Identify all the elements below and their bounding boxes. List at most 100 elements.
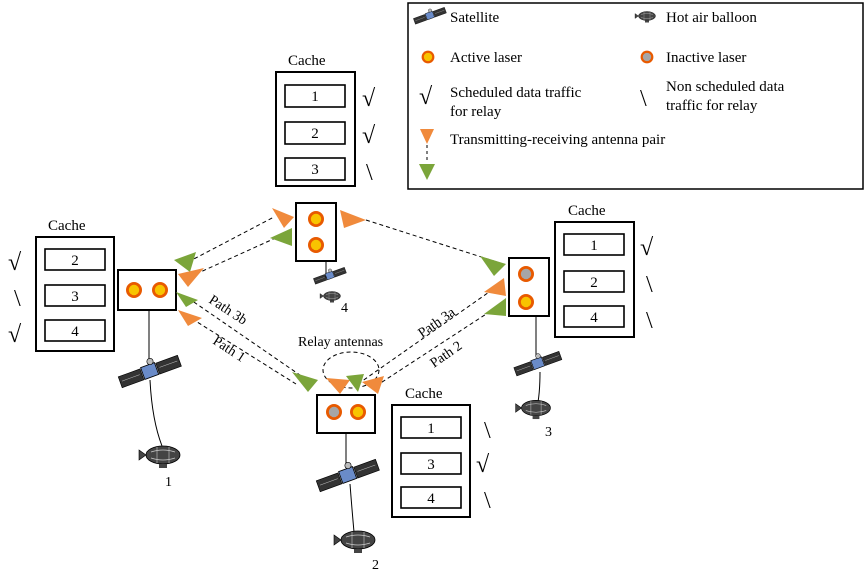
transmit-antenna-icon: [178, 310, 202, 326]
node-3-label: 3: [545, 425, 552, 440]
link-path-3b: [187, 297, 311, 383]
active-laser-icon: [308, 237, 324, 253]
legend-inactive-laser-icon: [640, 50, 654, 64]
path-2-label: Path 2: [428, 339, 466, 372]
legend-antenna-pair-label: Transmitting-receiving antenna pair: [450, 132, 665, 148]
cache-title: Cache: [568, 203, 606, 219]
cache-slot: [400, 452, 462, 475]
cache-node-2: Cache 1 3 4 \ √ \: [391, 386, 491, 518]
cache-slot-label: 4: [427, 491, 435, 507]
cache-node-3: Cache 1 2 4 √ \ \: [554, 203, 654, 338]
legend-satellite-label: Satellite: [450, 10, 499, 26]
receive-antenna-icon: [346, 374, 364, 392]
node-1: 1: [117, 252, 204, 490]
link-path-3a: [357, 289, 493, 385]
legend-active-laser-label: Active laser: [450, 50, 522, 66]
cache-slot-label: 4: [590, 310, 598, 326]
hot-air-balloon-icon: [333, 530, 376, 554]
cache-slot: [44, 284, 106, 307]
active-laser-icon: [126, 282, 142, 298]
cache-slot: [563, 270, 625, 293]
cache-slot: [400, 486, 462, 509]
cache-slot-label: 3: [71, 289, 79, 305]
legend-scheduled-line2: for relay: [450, 104, 502, 120]
satellite-icon: [313, 267, 347, 285]
cache-slot: [400, 416, 462, 439]
cache-slot-label: 1: [590, 238, 598, 254]
cache-slot: [44, 319, 106, 342]
hot-air-balloon-icon: [319, 291, 341, 303]
node-2-tether-lower: [349, 483, 355, 533]
satellite-icon: [315, 458, 380, 493]
cache-slot: [563, 305, 625, 328]
cache-mark: \: [484, 418, 491, 444]
cache-mark: √: [640, 235, 654, 261]
node-4: 4: [270, 202, 366, 316]
hot-air-balloon-icon: [515, 399, 551, 420]
cache-slot: [284, 84, 346, 108]
cache-mark: \: [646, 308, 653, 334]
relay-antennas-label: Relay antennas: [298, 335, 383, 350]
cache-slot: [563, 233, 625, 256]
legend-non-scheduled-line2: traffic for relay: [666, 98, 758, 114]
active-laser-icon: [350, 404, 366, 420]
link-4-3: [365, 219, 498, 263]
active-laser-icon: [152, 282, 168, 298]
node-1-tether-lower: [149, 379, 163, 447]
cache-mark: \: [646, 272, 653, 298]
path-3b-label: Path 3b: [206, 293, 250, 329]
cache-slot-label: 2: [71, 253, 79, 269]
legend-frame: [407, 2, 864, 190]
node-3-tether-lower: [537, 371, 541, 403]
cache-mark: \: [484, 488, 491, 514]
node-2-terminal: [316, 394, 376, 434]
optical-links: [185, 216, 501, 387]
receive-antenna-icon: [176, 292, 198, 307]
cache-mark: √: [476, 452, 490, 478]
cache-slot-label: 2: [590, 275, 598, 291]
transmit-antenna-icon: [362, 376, 384, 394]
legend: Satellite Hot air balloon Active laser I…: [407, 2, 864, 190]
node-2: 2: [292, 351, 384, 573]
node-4-label: 4: [341, 301, 348, 316]
cache-slot-label: 4: [71, 324, 79, 340]
cache-slot-label: 1: [311, 89, 319, 105]
node-2-label: 2: [372, 558, 379, 573]
node-3: 3: [480, 256, 563, 440]
legend-inactive-laser-label: Inactive laser: [666, 50, 746, 66]
cache-mark: √: [362, 86, 376, 112]
cache-title: Cache: [48, 218, 86, 234]
cache-mark: √: [8, 250, 22, 276]
transmit-antenna-icon: [340, 210, 366, 228]
legend-transmit-antenna-icon: [420, 129, 434, 144]
receive-antenna-icon: [270, 228, 292, 246]
legend-non-scheduled-mark: \: [640, 86, 647, 112]
path-1-label: Path 1: [210, 334, 248, 366]
transmit-antenna-icon: [484, 278, 506, 296]
cache-slot-label: 3: [427, 457, 435, 473]
cache-node-4: Cache 1 2 3 √ √ \: [275, 53, 376, 187]
cache-slot-label: 3: [311, 162, 319, 178]
link-1-4-lower: [195, 235, 281, 275]
cache-mark: \: [14, 286, 21, 312]
transmit-antenna-icon: [178, 268, 204, 287]
transmit-antenna-icon: [272, 208, 294, 228]
cache-slot: [284, 157, 346, 181]
cache-slot: [44, 248, 106, 271]
active-laser-icon: [308, 211, 324, 227]
cache-title: Cache: [288, 53, 326, 69]
cache-mark: √: [8, 322, 22, 348]
hot-air-balloon-icon: [138, 445, 181, 469]
transmit-antenna-icon: [326, 378, 350, 394]
receive-antenna-icon: [292, 372, 318, 392]
cache-slot-label: 2: [311, 126, 319, 142]
cache-mark: √: [362, 123, 376, 149]
inactive-laser-icon: [326, 404, 342, 420]
legend-scheduled-line1: Scheduled data traffic: [450, 85, 582, 101]
cache-title: Cache: [405, 386, 443, 402]
node-1-label: 1: [165, 475, 172, 490]
receive-antenna-icon: [484, 298, 506, 316]
cache-slot: [284, 121, 346, 145]
legend-receive-antenna-icon: [419, 164, 435, 180]
